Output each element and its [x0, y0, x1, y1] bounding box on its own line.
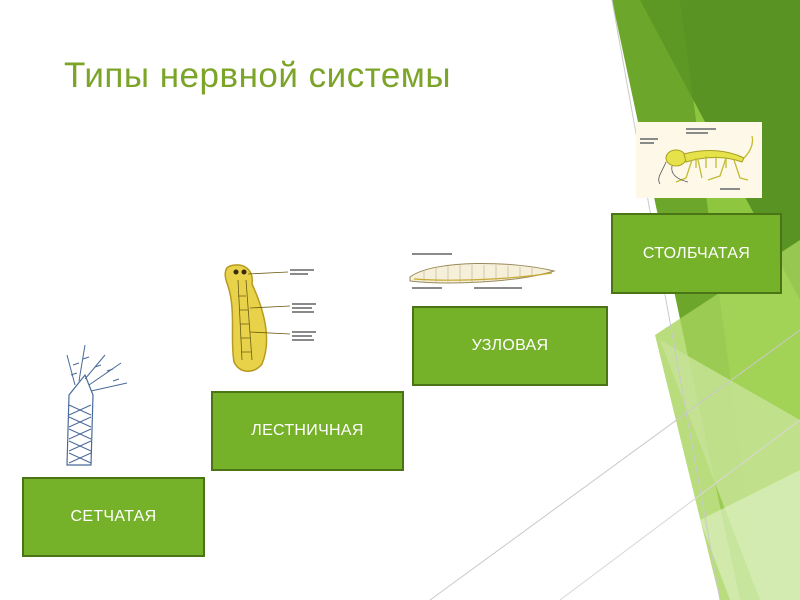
- vertebrate-tubular-nervous-system-icon: [636, 122, 762, 198]
- step-button-ladder[interactable]: ЛЕСТНИЧНАЯ: [211, 391, 404, 471]
- annelid-ganglionic-chain-icon: [404, 249, 556, 295]
- step-button-reticular[interactable]: СЕТЧАТАЯ: [22, 477, 205, 557]
- step-button-columnar[interactable]: СТОЛБЧАТАЯ: [611, 213, 782, 294]
- planarian-ladder-nervous-system-icon: [218, 260, 322, 375]
- hydra-diffuse-nervous-system-icon: [55, 335, 138, 467]
- step-button-nodal[interactable]: УЗЛОВАЯ: [412, 306, 608, 386]
- page-title: Типы нервной системы: [64, 56, 452, 95]
